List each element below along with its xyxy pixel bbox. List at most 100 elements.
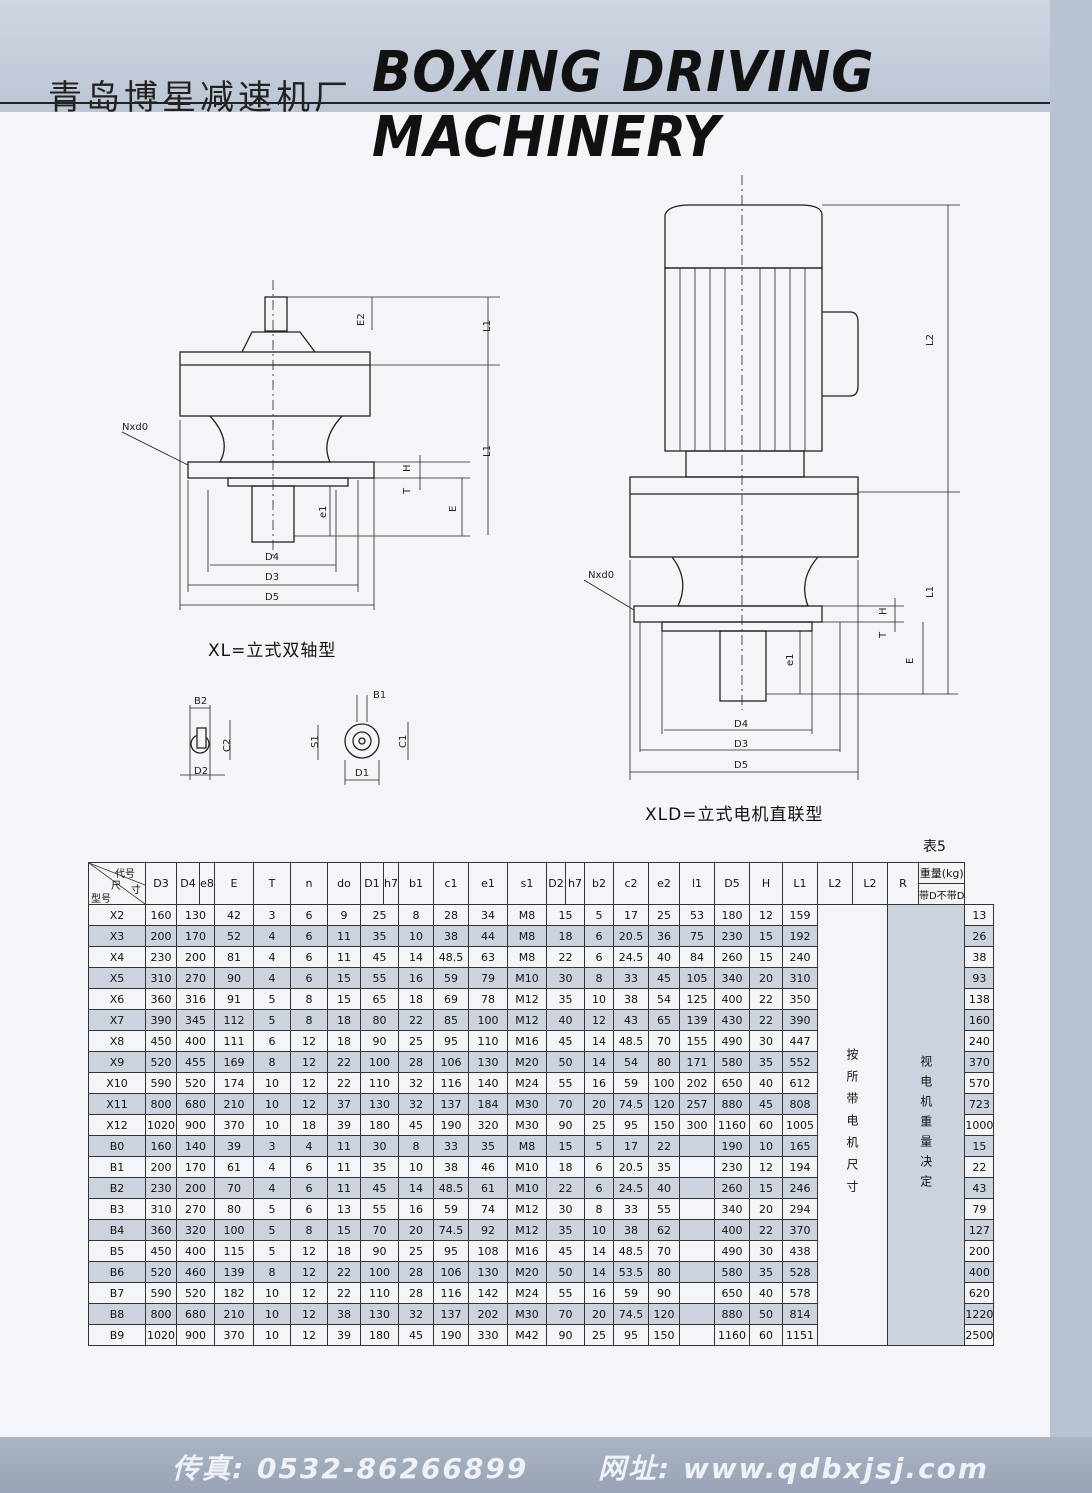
weight-cell: 22 <box>964 1156 995 1178</box>
value-cell: 8 <box>253 1261 291 1283</box>
value-cell: 4 <box>253 967 291 989</box>
value-cell: 142 <box>468 1282 508 1304</box>
value-cell: 110 <box>468 1030 508 1052</box>
value-cell: 35 <box>648 1156 680 1178</box>
value-cell: 84 <box>679 946 715 968</box>
label-t: T <box>402 487 413 495</box>
company-name-cn: 青岛博星减速机厂 <box>48 78 352 118</box>
weight-cell: 93 <box>964 967 995 989</box>
label-t-xld: T <box>878 631 889 639</box>
label-e: E <box>448 506 459 512</box>
column-header: e1 <box>468 862 508 905</box>
value-cell: 35 <box>546 988 585 1010</box>
column-header: T <box>253 862 291 905</box>
value-cell: 12 <box>290 1261 328 1283</box>
value-cell: 230 <box>714 925 750 947</box>
value-cell: 18 <box>546 1156 585 1178</box>
value-cell: 45 <box>398 1114 434 1136</box>
value-cell: 85 <box>433 1009 469 1031</box>
value-cell: 12 <box>290 1072 328 1094</box>
value-cell: 116 <box>433 1072 469 1094</box>
value-cell: 310 <box>782 967 818 989</box>
value-cell: 30 <box>546 967 585 989</box>
weight-cell: 13 <box>964 904 995 926</box>
value-cell: 5 <box>253 1198 291 1220</box>
value-cell: 20 <box>749 967 783 989</box>
corner-model: 型号 <box>91 894 111 905</box>
value-cell: 6 <box>290 904 328 926</box>
value-cell: 25 <box>360 904 399 926</box>
value-cell: 230 <box>145 1177 177 1199</box>
value-cell: 79 <box>468 967 508 989</box>
value-cell: 100 <box>360 1051 399 1073</box>
label-b1: B1 <box>373 690 386 701</box>
value-cell: M24 <box>507 1282 547 1304</box>
value-cell: 180 <box>360 1114 399 1136</box>
value-cell: 12 <box>290 1303 328 1325</box>
label-h-xld: H <box>878 607 889 615</box>
value-cell: 48.5 <box>613 1030 649 1052</box>
value-cell: 95 <box>613 1324 649 1346</box>
value-cell: 5 <box>253 988 291 1010</box>
value-cell: 169 <box>214 1051 254 1073</box>
value-cell: 12 <box>749 1156 783 1178</box>
value-cell: 15 <box>749 925 783 947</box>
value-cell: 200 <box>176 1177 215 1199</box>
value-cell: 70 <box>546 1303 585 1325</box>
label-d5: D5 <box>265 592 279 603</box>
value-cell: 38 <box>327 1303 361 1325</box>
weight-cell: 1000 <box>964 1114 995 1136</box>
label-c2: C2 <box>222 739 233 752</box>
value-cell: 12 <box>290 1324 328 1346</box>
value-cell: 10 <box>253 1114 291 1136</box>
value-cell: 40 <box>648 1177 680 1199</box>
value-cell: 112 <box>214 1009 254 1031</box>
value-cell: M12 <box>507 1198 547 1220</box>
value-cell: 55 <box>360 967 399 989</box>
value-cell: 182 <box>214 1282 254 1304</box>
model-cell: X2 <box>88 904 146 926</box>
value-cell <box>679 1324 715 1346</box>
value-cell: 300 <box>679 1114 715 1136</box>
value-cell: 160 <box>145 1135 177 1157</box>
value-cell: 116 <box>433 1282 469 1304</box>
value-cell: 38 <box>433 1156 469 1178</box>
value-cell: 22 <box>327 1072 361 1094</box>
value-cell: 5 <box>253 1240 291 1262</box>
value-cell: 15 <box>546 1135 585 1157</box>
weight-cell: 200 <box>964 1240 995 1262</box>
label-s1: S1 <box>310 735 321 748</box>
label-e-xld: E <box>905 658 916 664</box>
value-cell: 246 <box>782 1177 818 1199</box>
value-cell: 35 <box>546 1219 585 1241</box>
model-cell: B9 <box>88 1324 146 1346</box>
weight-cell: 43 <box>964 1177 995 1199</box>
value-cell: 130 <box>360 1303 399 1325</box>
value-cell: 20 <box>584 1303 614 1325</box>
value-cell: 22 <box>749 1219 783 1241</box>
value-cell: 40 <box>749 1282 783 1304</box>
value-cell: 12 <box>290 1051 328 1073</box>
side-strip <box>1050 0 1092 1493</box>
value-cell: 4 <box>253 946 291 968</box>
technical-drawings: E2 L1 L1 Nxd0 T H E e1 D4 D3 D5 <box>121 175 960 785</box>
value-cell: 18 <box>327 1009 361 1031</box>
column-header: L2 <box>852 862 888 905</box>
value-cell: 22 <box>749 1009 783 1031</box>
weight-cell: 723 <box>964 1093 995 1115</box>
value-cell: 33 <box>433 1135 469 1157</box>
value-cell: 340 <box>714 1198 750 1220</box>
value-cell: 170 <box>176 925 215 947</box>
weight-cell: 127 <box>964 1219 995 1241</box>
value-cell: 125 <box>679 988 715 1010</box>
corner-code: 代号 <box>115 869 135 880</box>
value-cell: 110 <box>360 1282 399 1304</box>
value-cell: 9 <box>327 904 361 926</box>
value-cell: 612 <box>782 1072 818 1094</box>
value-cell: 130 <box>468 1261 508 1283</box>
value-cell: 5 <box>584 904 614 926</box>
